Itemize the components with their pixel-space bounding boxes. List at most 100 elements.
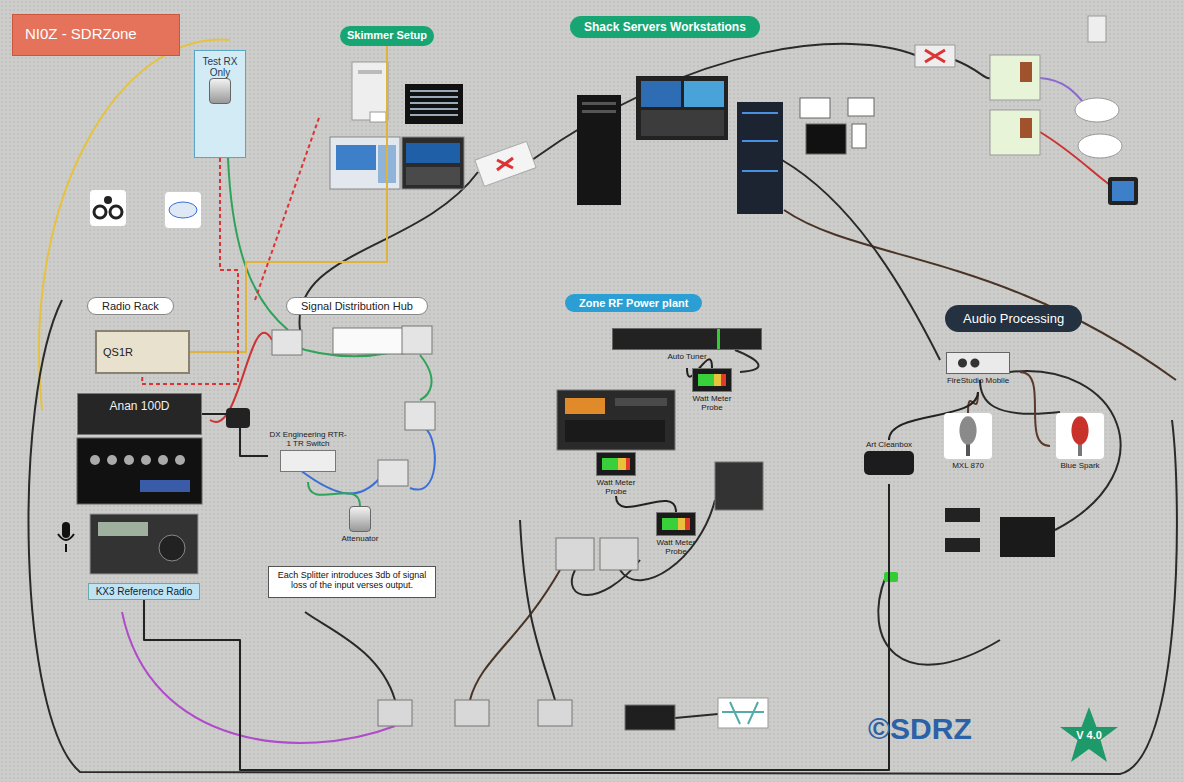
outer-wires: [572, 560, 640, 595]
microphone-icon: [58, 522, 74, 552]
access-point: [990, 55, 1040, 100]
cloud: [1075, 98, 1122, 158]
logo-icon: [169, 202, 197, 218]
amplifier: [557, 390, 675, 450]
monitor: [410, 102, 458, 104]
radio-back-panel: [77, 438, 202, 504]
monitor: [406, 167, 460, 185]
region-heading: Signal Distribution Hub: [286, 297, 428, 315]
microphone: Blue Spark: [1050, 413, 1110, 479]
server-tower: [358, 70, 382, 74]
router: [915, 45, 955, 67]
logo-icon: [165, 192, 201, 228]
microphone: MXL 870: [938, 413, 998, 479]
outer-wires: [1040, 132, 1110, 185]
coax-switch: [556, 538, 594, 570]
outer-wires: [255, 115, 320, 300]
outer-wires: [300, 470, 380, 494]
small-monitors: [848, 98, 874, 116]
microphone-icon: [62, 522, 70, 538]
splitter: [455, 700, 489, 726]
small-monitors: [800, 98, 874, 154]
access-point: [1020, 118, 1032, 138]
node-label: Art Cleanbox: [858, 440, 920, 449]
meter-probe-icon: [656, 512, 696, 536]
node-label: KX3 Reference Radio: [88, 583, 200, 600]
outer-wires: [532, 44, 915, 160]
power-supply: [715, 462, 763, 510]
access-point: [1020, 62, 1032, 82]
test-box: Test RX Only: [194, 50, 246, 158]
region-panel: Zone RF Power plantAuto TunerWatt Meter …: [480, 283, 765, 615]
network-switch: [475, 141, 536, 186]
pc-tower: [1088, 16, 1106, 42]
splitter: [405, 402, 435, 430]
speaker-icon: [94, 206, 106, 218]
audio-interface: FireStudio Mobile: [936, 352, 1020, 392]
server-tower: [352, 62, 388, 120]
node-label: DX Engineering RTR-1 TR Switch: [268, 430, 348, 448]
speaker-icon: [90, 190, 126, 226]
meter-probe-icon: [596, 452, 636, 476]
antenna-icon: [718, 698, 768, 728]
server-rack: [742, 170, 778, 172]
outer-wires: [470, 570, 560, 700]
network-switch: [475, 141, 536, 186]
receiver: [625, 705, 675, 730]
monitor: [330, 137, 400, 189]
switch-device-icon: [280, 450, 336, 472]
meter-probe: Watt Meter Probe: [646, 512, 706, 556]
server-rack: [742, 112, 778, 114]
antenna-icon: [718, 698, 768, 728]
cable-connector: [144, 484, 889, 770]
radio-body: [90, 514, 198, 574]
node-label: Each Splitter introduces 3db of signal l…: [274, 570, 430, 590]
outer-wires: [735, 350, 759, 372]
monitor: [410, 96, 458, 98]
monitor: [406, 143, 460, 163]
monitor: [641, 110, 724, 136]
group-pill: Skimmer Setup: [340, 26, 434, 46]
meter-probe: Watt Meter Probe: [586, 452, 646, 496]
receiver: [625, 705, 675, 730]
tablet: [1108, 177, 1138, 205]
monitor: [405, 84, 463, 124]
node-label: FireStudio Mobile: [936, 376, 1020, 385]
power-supply: [715, 462, 763, 510]
outer-wires: [1040, 78, 1090, 110]
interface-box: [226, 408, 250, 428]
coax-switch: [556, 538, 638, 570]
outer-wires: [878, 576, 1000, 665]
monitor: [330, 137, 400, 189]
monitor: [336, 145, 376, 170]
splitter: [378, 700, 412, 726]
radio-back-panel: [90, 455, 100, 465]
server-rack: [737, 102, 783, 214]
microphone-icon: [58, 534, 74, 552]
node-label: Test RX Only: [198, 56, 242, 78]
node-label: V 4.0: [1058, 705, 1120, 741]
microphone-icon: [944, 413, 992, 459]
outer-wires: [1010, 371, 1121, 530]
radio-back-panel: [107, 455, 117, 465]
monitor: [636, 76, 728, 140]
tuner-device: Auto Tuner: [612, 328, 762, 368]
region-heading: Radio Rack: [87, 297, 174, 315]
switch-device: DX Engineering RTR-1 TR Switch: [268, 430, 348, 482]
watermark-label: ©SDRZ: [868, 712, 972, 746]
speaker-icon: [90, 190, 126, 226]
server-rack: [742, 140, 778, 142]
radio-device: Anan 100D: [77, 393, 202, 435]
amplifier: [565, 420, 665, 442]
radio-back-panel: [77, 438, 202, 504]
radio-body: [90, 514, 198, 574]
speaker-icon: [110, 206, 122, 218]
pc-tower: [1088, 16, 1106, 42]
region-panel: Radio RackQS1RAnan 100DKX3 Reference Rad…: [47, 290, 233, 610]
node-label: Watt Meter Probe: [682, 394, 742, 412]
router: [925, 50, 945, 62]
tablet: [1112, 181, 1134, 201]
splitter: [333, 328, 403, 354]
meter-probe-icon: [692, 368, 732, 392]
